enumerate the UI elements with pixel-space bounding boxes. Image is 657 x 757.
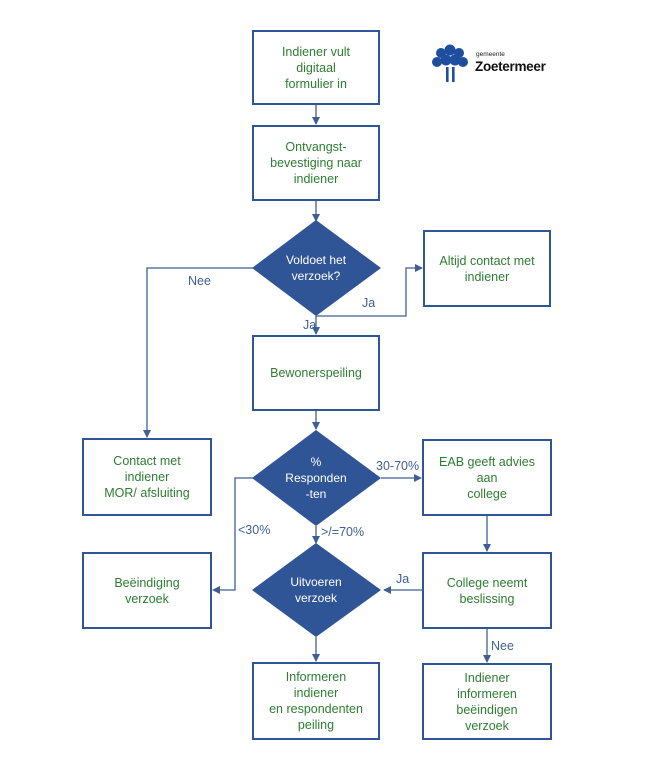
box-contact-mor: Contact met indiener MOR/ afsluiting xyxy=(82,438,212,516)
box-inform-terminate: Indiener informeren beëindigen verzoek xyxy=(422,663,552,740)
edge-voldoet-nee xyxy=(143,267,253,438)
decision-respondents-shape xyxy=(252,430,381,526)
decision-respondents-label: % Responden -ten xyxy=(285,455,347,501)
box-college-decision: College neemt beslissing xyxy=(422,552,552,629)
edge-label-gte70: >/=70% xyxy=(321,525,365,539)
box-confirmation: Ontvangst- bevestiging naar indiener xyxy=(252,125,380,201)
box-always-contact: Altijd contact met indiener xyxy=(423,230,551,307)
decision-voldoet-shape xyxy=(252,220,381,316)
box-termination: Beëindiging verzoek xyxy=(82,552,212,629)
edge-label-nee-left: Nee xyxy=(188,274,211,288)
decision-uitvoeren-shape xyxy=(252,543,381,637)
box-survey: Bewonerspeiling xyxy=(252,335,380,411)
edge-label-lt30: <30% xyxy=(238,523,271,537)
decision-uitvoeren-label: Uitvoeren verzoek xyxy=(290,575,342,605)
edge-label-30-70: 30-70% xyxy=(376,459,420,473)
edge-voldoet-ja-right xyxy=(316,264,423,317)
logo-subtitle: gemeente xyxy=(476,51,505,58)
edge-label-ja-down: Ja xyxy=(303,318,317,332)
decision-voldoet-label: Voldoet het verzoek? xyxy=(285,253,347,283)
zoetermeer-logo-mark xyxy=(432,44,468,82)
box-start: Indiener vult digitaal formulier in xyxy=(252,30,380,105)
edge-respondents-lt30 xyxy=(212,477,253,594)
logo-name: Zoetermeer xyxy=(475,59,546,74)
edge-label-ja-college: Ja xyxy=(396,572,410,586)
edge-label-ja-right: Ja xyxy=(362,296,376,310)
box-inform-respondents: Informeren indiener en respondenten peil… xyxy=(252,662,380,740)
box-eab-advice: EAB geeft advies aan college xyxy=(422,439,552,516)
edge-label-nee-college: Nee xyxy=(491,639,514,653)
